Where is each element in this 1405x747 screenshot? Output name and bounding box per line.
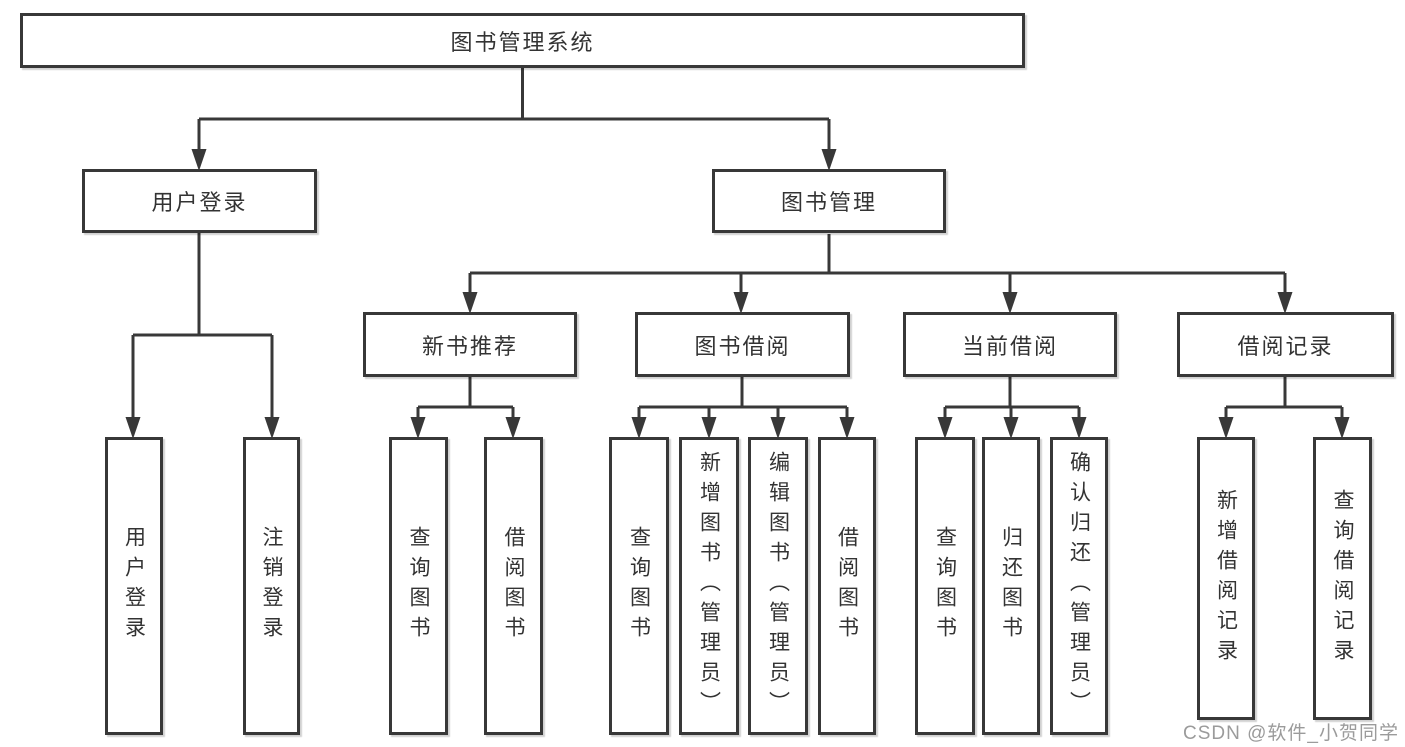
leaf-label: 归还图书 [999,526,1023,646]
node-label: 图书管理系统 [450,29,595,55]
leaf-label: 新增借阅记录 [1214,488,1238,669]
leaf-label: 用户登录 [122,526,146,646]
leaf-query-books-recommend: 查询图书 [389,437,448,735]
leaf-query-books-borrow: 查询图书 [609,437,669,735]
leaf-borrow-books-recommend: 借阅图书 [484,437,543,735]
node-borrow-records: 借阅记录 [1177,312,1394,377]
leaf-confirm-return-admin: 确认归还（管理员） [1050,437,1108,735]
leaf-label: 确认归还（管理员） [1067,451,1091,721]
node-label: 图书借阅 [694,333,791,359]
leaf-label: 新增图书（管理员） [697,451,721,721]
leaf-label: 查询借阅记录 [1331,488,1355,669]
leaf-label: 编辑图书（管理员） [766,451,790,721]
leaf-add-books-admin: 新增图书（管理员） [679,437,739,735]
leaf-label: 借阅图书 [835,526,859,646]
node-current-borrow: 当前借阅 [903,312,1117,377]
node-book-management: 图书管理 [712,169,946,233]
leaf-edit-books-admin: 编辑图书（管理员） [748,437,808,735]
leaf-label: 借阅图书 [502,526,526,646]
leaf-logout: 注销登录 [243,437,300,735]
node-label: 图书管理 [780,190,877,215]
node-label: 用户登录 [151,190,248,215]
leaf-query-books-current: 查询图书 [915,437,975,735]
leaf-label: 注销登录 [260,526,284,646]
node-book-borrow: 图书借阅 [635,312,850,377]
leaf-label: 查询图书 [933,526,957,646]
leaf-borrow-books: 借阅图书 [818,437,876,735]
leaf-query-borrow-record: 查询借阅记录 [1313,437,1372,720]
leaf-user-login: 用户登录 [105,437,163,735]
leaf-label: 查询图书 [407,526,431,646]
node-label: 借阅记录 [1237,333,1334,359]
node-label: 当前借阅 [961,333,1058,359]
node-root-library-system: 图书管理系统 [20,13,1025,68]
node-label: 新书推荐 [421,333,518,359]
node-user-login: 用户登录 [82,169,317,233]
node-new-book-recommend: 新书推荐 [363,312,577,377]
leaf-add-borrow-record: 新增借阅记录 [1197,437,1255,720]
csdn-watermark: CSDN @软件_小贺同学 [1183,723,1399,744]
leaf-label: 查询图书 [627,526,651,646]
leaf-return-books: 归还图书 [982,437,1040,735]
